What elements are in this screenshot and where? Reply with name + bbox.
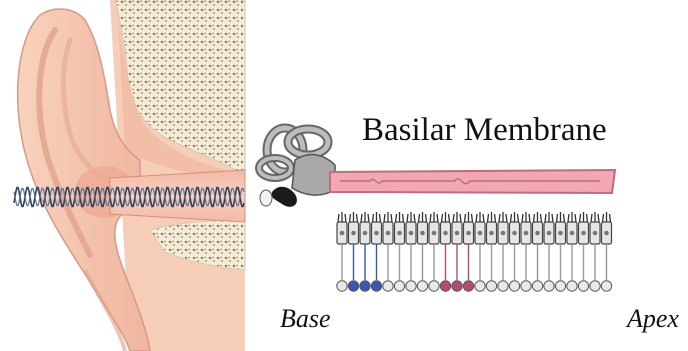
hair-cell [417,212,427,291]
hair-cell [360,212,370,291]
hair-cell [555,212,565,291]
outer-ear [0,0,245,351]
hair-cell-row [337,212,612,291]
hair-cell [521,212,531,291]
hair-cell [337,212,347,291]
basilar-membrane [330,170,615,193]
cochlea [259,128,335,207]
hair-cell [486,212,496,291]
hair-cell [567,212,577,291]
hair-cell [440,212,450,291]
hair-cell [452,212,462,291]
hair-cell [475,212,485,291]
hair-cell [498,212,508,291]
hair-cell [590,212,600,291]
hair-cell [509,212,519,291]
hair-cell [383,212,393,291]
basilar-membrane-label: Basilar Membrane [362,112,607,149]
apex-label: Apex [627,304,679,334]
hair-cell [371,212,381,291]
hair-cell [463,212,473,291]
hair-cell [601,212,611,291]
hair-cell [532,212,542,291]
hair-cell [406,212,416,291]
hair-cell [394,212,404,291]
hair-cell [544,212,554,291]
hair-cell [578,212,588,291]
base-label: Base [280,304,331,334]
hair-cell [429,212,439,291]
hair-cell [348,212,358,291]
